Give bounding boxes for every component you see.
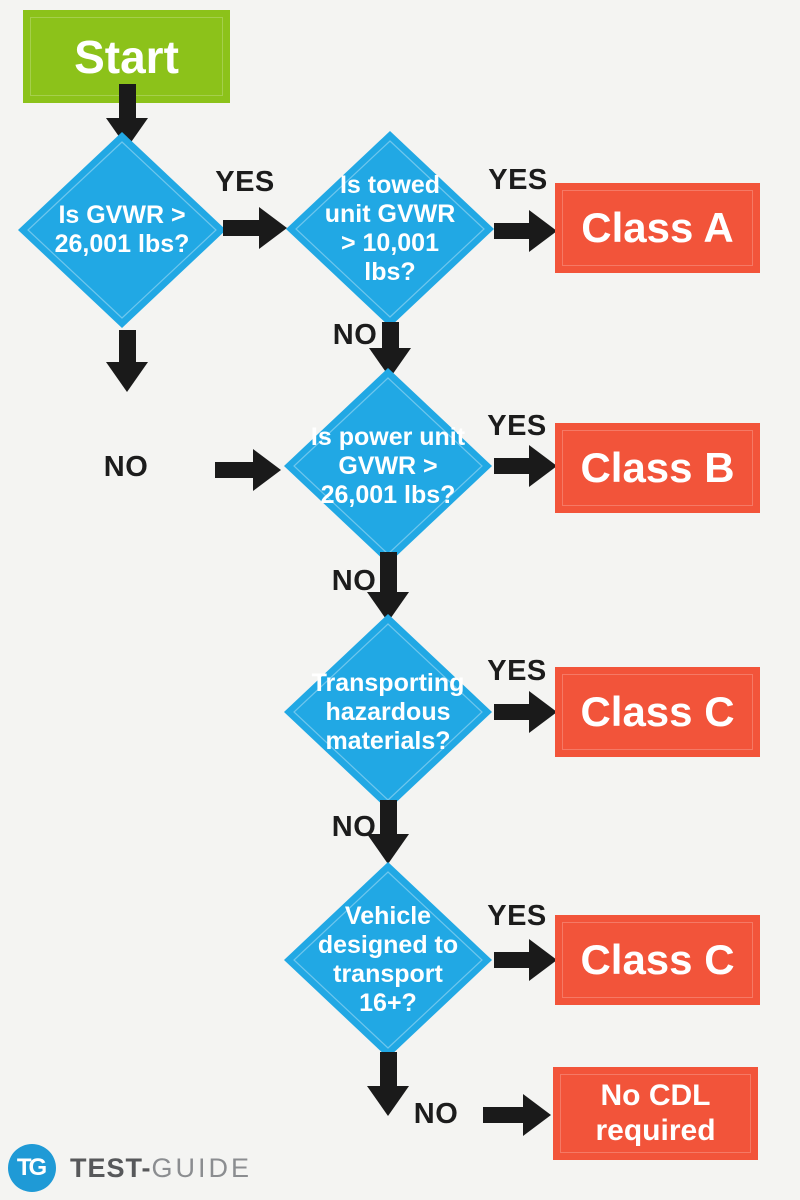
decision-gvwr: Is GVWR > 26,001 lbs? [18,132,226,328]
logo-wordmark-separator: - [141,1152,152,1183]
diamond-inner-outline [293,871,483,1049]
decision-passengers-text: Vehicle designed to transport 16+? [317,902,459,1017]
arrow-shaft [494,952,529,968]
arrow-power-unit-to-class-b [494,445,557,487]
arrow-passengers-no-down [367,1052,409,1116]
result-class-c-label: Class C [580,936,735,983]
decision-passengers: Vehicle designed to transport 16+? [284,862,492,1058]
arrow-shaft [118,330,136,362]
yes-label-hazmat: YES [487,655,547,687]
arrow-towed-no-down [369,322,411,378]
arrow-shaft [379,552,397,592]
arrow-shaft [381,322,399,348]
arrow-head [367,834,409,864]
diamond-fill [286,131,494,327]
result-class-c-label: Class C [580,688,735,735]
arrow-head [529,210,557,252]
arrow-no-to-power-unit [215,449,281,491]
arrow-power-unit-no-down [367,552,409,622]
decision-power-unit: Is power unit GVWR > 26,001 lbs? [284,368,492,564]
result-no-cdl-label: No CDL required [595,1079,716,1147]
arrow-head [259,207,287,249]
no-label-gvwr: NO [103,451,149,483]
test-guide-logo: TG TEST-GUIDE [8,1144,252,1192]
yes-label-towed: YES [488,164,548,196]
diamond-fill [284,862,492,1058]
arrow-gvwr-to-towed [223,207,287,249]
arrow-head [367,1086,409,1116]
decision-towed-unit-text: Is towed unit GVWR > 10,001 lbs? [324,171,456,286]
result-class-a: Class A [555,183,760,273]
diamond-fill [284,614,492,810]
no-label-passengers: NO [413,1098,459,1130]
diamond-shape [286,131,494,327]
arrow-shaft [483,1107,523,1123]
logo-wordmark-bold: TEST [70,1152,142,1183]
decision-power-unit-text: Is power unit GVWR > 26,001 lbs? [310,422,466,509]
logo-wordmark-light: GUIDE [151,1152,253,1183]
arrow-no-to-no-cdl [483,1094,551,1136]
arrow-shaft [494,223,529,239]
arrow-head [523,1094,551,1136]
arrow-gvwr-no-down [106,330,148,392]
arrow-head [529,939,557,981]
arrow-passengers-to-class-c [494,939,557,981]
diamond-fill [18,132,226,328]
yes-label-passengers: YES [487,900,547,932]
diamond-shape [18,132,226,328]
result-class-b: Class B [555,423,760,513]
start-label: Start [74,30,179,83]
decision-gvwr-text: Is GVWR > 26,001 lbs? [54,201,190,258]
yes-label-power-unit: YES [487,410,547,442]
arrow-head [253,449,281,491]
arrow-shaft [379,800,397,834]
result-class-c-passengers: Class C [555,915,760,1005]
arrow-shaft [494,458,529,474]
decision-towed-unit: Is towed unit GVWR > 10,001 lbs? [286,131,494,327]
decision-hazmat-text: Transporting hazardous materials? [311,668,465,755]
result-class-c-hazmat: Class C [555,667,760,757]
arrow-shaft [215,462,253,478]
result-no-cdl: No CDL required [553,1067,758,1160]
yes-label-gvwr: YES [215,166,275,198]
diamond-inner-outline [295,140,485,318]
test-guide-logo-icon: TG [8,1144,56,1192]
result-class-a-label: Class A [581,204,734,251]
arrow-head [529,445,557,487]
no-label-towed: NO [332,319,378,351]
diamond-shape [284,862,492,1058]
arrow-head [106,362,148,392]
diamond-inner-outline [27,141,217,319]
arrow-hazmat-no-down [367,800,409,864]
arrow-head [529,691,557,733]
result-class-b-label: Class B [580,444,735,491]
decision-hazmat: Transporting hazardous materials? [284,614,492,810]
arrow-hazmat-to-class-c [494,691,557,733]
logo-monogram: TG [16,1154,47,1181]
arrow-shaft [118,84,136,118]
no-label-power-unit: NO [331,565,377,597]
logo-wordmark: TEST-GUIDE [70,1153,252,1184]
arrow-shaft [223,220,259,236]
arrow-towed-to-class-a [494,210,557,252]
arrow-shaft [379,1052,397,1086]
diamond-fill [284,368,492,564]
arrow-shaft [494,704,529,720]
